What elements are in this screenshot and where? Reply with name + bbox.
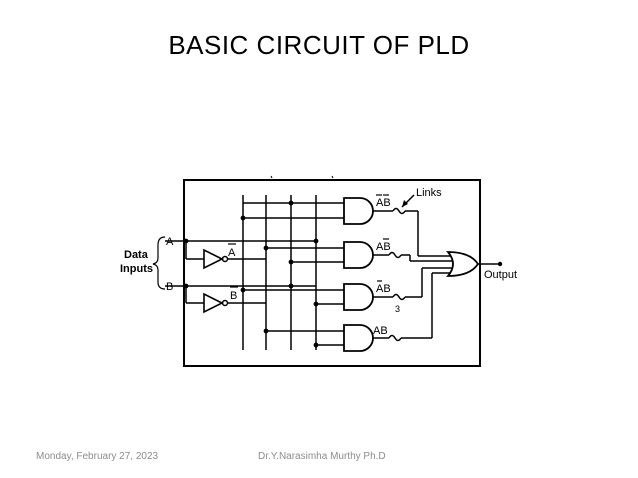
gate-1-label: AB — [376, 197, 391, 209]
gate-4-label: AB — [373, 325, 388, 337]
page-mark: 3 — [395, 304, 400, 314]
inverter-a-output-label: A — [228, 247, 236, 259]
junction-dots — [183, 200, 503, 348]
output-label: Output — [484, 269, 517, 281]
input-b-label: B — [166, 281, 173, 293]
or-gate — [446, 251, 480, 277]
and-gate-1 — [343, 197, 374, 225]
data-inputs-label-line1: Data — [124, 249, 149, 261]
inverter-b — [203, 292, 224, 314]
gate-3-label: AB — [376, 283, 391, 295]
input-a-label: A — [166, 236, 174, 248]
inverter-a — [203, 248, 224, 270]
inverter-b-bubble — [221, 299, 229, 307]
slide-title: BASIC CIRCUIT OF PLD — [168, 30, 470, 60]
inverter-a-bubble — [221, 255, 229, 263]
and-gate-2 — [343, 241, 374, 269]
footer-date: Monday, February 27, 2023 — [36, 451, 159, 462]
data-inputs-label-line2: Inputs — [120, 263, 153, 275]
diagram-frame — [183, 179, 481, 367]
gate-2-label: AB — [376, 241, 391, 253]
input-brace — [152, 236, 166, 290]
footer-author: Dr.Y.Narasimha Murthy Ph.D — [258, 451, 386, 462]
and-gate-4 — [343, 324, 374, 352]
inverter-b-output-label: B — [230, 290, 237, 302]
links-label: Links — [416, 187, 442, 199]
and-gate-3 — [343, 283, 374, 311]
